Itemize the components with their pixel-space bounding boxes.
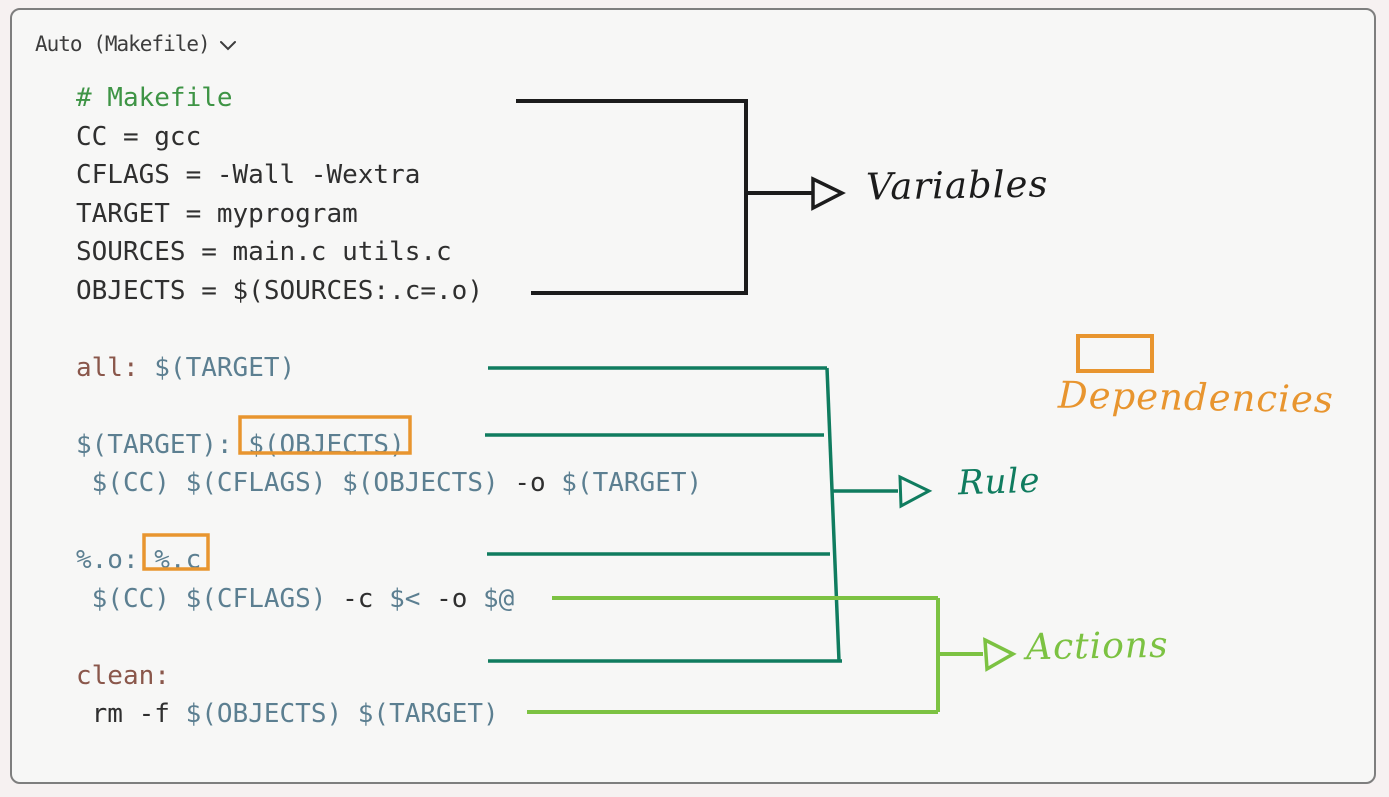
code-line: all: $(TARGET): [76, 349, 702, 388]
code-token: [373, 584, 389, 614]
language-selector[interactable]: Auto (Makefile): [35, 32, 236, 56]
code-token: rm -f: [91, 699, 170, 729]
code-line: clean:: [76, 657, 702, 696]
code-line: %.o: %.c: [76, 541, 702, 580]
code-token: [76, 584, 92, 614]
code-token: $(TARGET):: [76, 429, 233, 460]
language-selector-label: Auto (Makefile): [35, 32, 211, 56]
code-line: $(CC) $(CFLAGS) $(OBJECTS) -o $(TARGET): [76, 464, 703, 503]
code-token: $(CC) $(CFLAGS) $(OBJECTS): [91, 468, 499, 498]
code-line: $(CC) $(CFLAGS) -c $< -o $@: [76, 580, 702, 619]
code-token: -c: [342, 583, 374, 614]
code-token: $(TARGET): [154, 352, 296, 383]
code-token: [76, 699, 92, 729]
code-token: TARGET = myprogram: [76, 198, 358, 229]
code-token: -o: [436, 583, 468, 614]
code-token: %.o:: [76, 545, 139, 575]
code-token: [139, 545, 155, 575]
code-token: $(CC) $(CFLAGS): [91, 583, 327, 614]
code-token: $(TARGET): [561, 468, 703, 498]
code-token: all:: [76, 352, 139, 383]
code-line: # Makefile: [76, 79, 702, 118]
code-token: [326, 584, 342, 614]
code-token: OBJECTS = $(SOURCES:.c=.o): [76, 275, 483, 306]
code-token: # Makefile: [76, 83, 233, 113]
code-line: [76, 618, 702, 657]
code-line: TARGET = myprogram: [76, 195, 702, 234]
code-token: -o: [514, 468, 546, 498]
chevron-down-icon: [219, 41, 236, 51]
code-token: [76, 468, 92, 498]
annotation-label-variables: Variables: [865, 162, 1049, 209]
code-token: [499, 468, 515, 498]
code-token: SOURCES = main.c utils.c: [76, 237, 452, 267]
code-token: [546, 468, 562, 498]
code-line: $(TARGET): $(OBJECTS): [76, 426, 702, 465]
annotation-label-rule: Rule: [957, 460, 1042, 504]
code-token: [233, 430, 249, 460]
code-token: [170, 699, 186, 729]
code-line: [76, 387, 702, 426]
code-line: rm -f $(OBJECTS) $(TARGET): [76, 695, 702, 734]
code-token: CFLAGS = -Wall -Wextra: [76, 160, 421, 190]
code-token: $(OBJECTS): [248, 429, 405, 460]
code-line: CC = gcc: [76, 118, 702, 157]
code-token: CC = gcc: [76, 121, 202, 152]
code-token: $@: [483, 583, 515, 614]
code-token: $(OBJECTS) $(TARGET): [185, 699, 499, 729]
code-line: OBJECTS = $(SOURCES:.c=.o): [76, 272, 702, 311]
code-token: %.c: [154, 545, 202, 575]
code-line: [76, 310, 702, 349]
annotation-label-actions: Actions: [1025, 624, 1169, 669]
annotation-label-dependencies: Dependencies: [1057, 373, 1335, 422]
code-token: [139, 353, 155, 383]
code-line: SOURCES = main.c utils.c: [76, 233, 702, 272]
code-line: [76, 503, 702, 542]
code-token: $<: [389, 583, 421, 614]
code-token: clean:: [76, 660, 170, 691]
code-token: [420, 584, 436, 614]
code-token: [467, 584, 483, 614]
code-line: CFLAGS = -Wall -Wextra: [76, 156, 702, 195]
